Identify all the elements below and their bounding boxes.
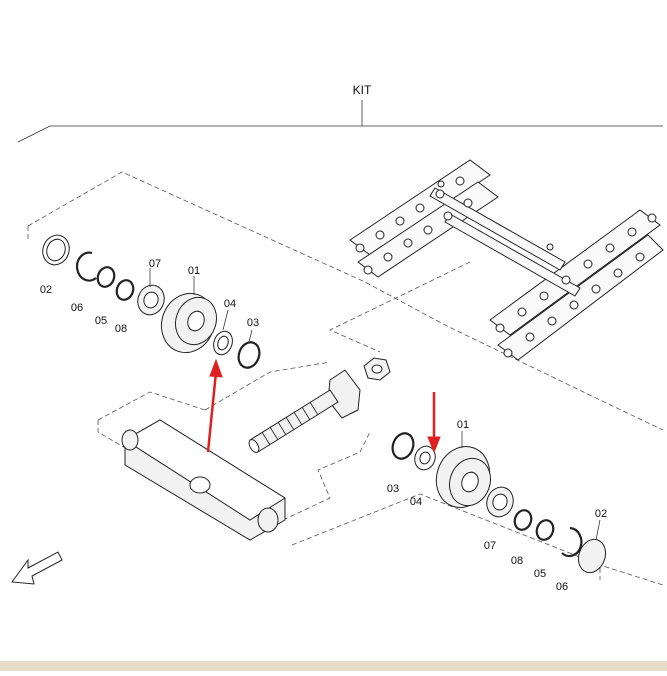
left-part-03-ring: [237, 341, 261, 369]
right-part-06-retaining-ring: [561, 526, 583, 558]
left-label-03: 03: [247, 317, 259, 329]
left-part-07-bearing: [137, 284, 165, 316]
highlight-arrow-icon: [206, 358, 441, 454]
right-label-04: 04: [410, 496, 422, 508]
right-wheel-assembly: 03 04 01 07 08 05 06 02: [387, 419, 607, 593]
leader-lines: [149, 268, 601, 541]
left-part-04-washer: [213, 330, 233, 356]
left-wheel-assembly: 02 06 05 08 07 01 04 03: [40, 234, 261, 369]
right-label-08: 08: [511, 555, 523, 567]
left-label-07: 07: [149, 258, 161, 270]
right-label-01: 01: [457, 419, 469, 431]
axle-assembly: [121, 357, 391, 541]
direction-arrow-icon: [11, 551, 63, 585]
right-label-05: 05: [534, 568, 546, 580]
left-label-08: 08: [115, 323, 127, 335]
left-label-01: 01: [188, 265, 200, 277]
kit-bracket: KIT: [17, 83, 663, 143]
right-label-02: 02: [595, 508, 607, 520]
right-label-03: 03: [387, 483, 399, 495]
bottom-strip: [0, 661, 667, 671]
right-part-01-wheel: [435, 446, 492, 508]
right-part-02-cap: [577, 538, 607, 574]
right-part-07-bearing: [486, 486, 514, 518]
left-part-02-circlip: [42, 234, 70, 266]
chain-assembly: [349, 159, 664, 361]
left-label-05: 05: [95, 315, 107, 327]
right-part-08-ring: [513, 509, 533, 531]
right-part-03-ring: [391, 432, 415, 460]
left-label-02: 02: [40, 284, 52, 296]
threaded-shaft: [248, 389, 339, 453]
nut: [363, 357, 391, 381]
left-part-08-ring: [115, 279, 135, 301]
right-label-06: 06: [556, 581, 568, 593]
right-part-05-ring: [535, 519, 555, 541]
left-part-01-wheel: [161, 292, 218, 354]
left-part-06-retaining-ring: [75, 251, 97, 282]
left-label-04: 04: [224, 298, 236, 310]
right-part-04-washer: [414, 445, 436, 471]
right-label-07: 07: [484, 540, 496, 552]
housing: [121, 419, 286, 541]
kit-label: KIT: [353, 83, 372, 97]
group-frames: [27, 171, 664, 586]
left-label-06: 06: [71, 302, 83, 314]
left-part-05-ring: [96, 266, 116, 288]
